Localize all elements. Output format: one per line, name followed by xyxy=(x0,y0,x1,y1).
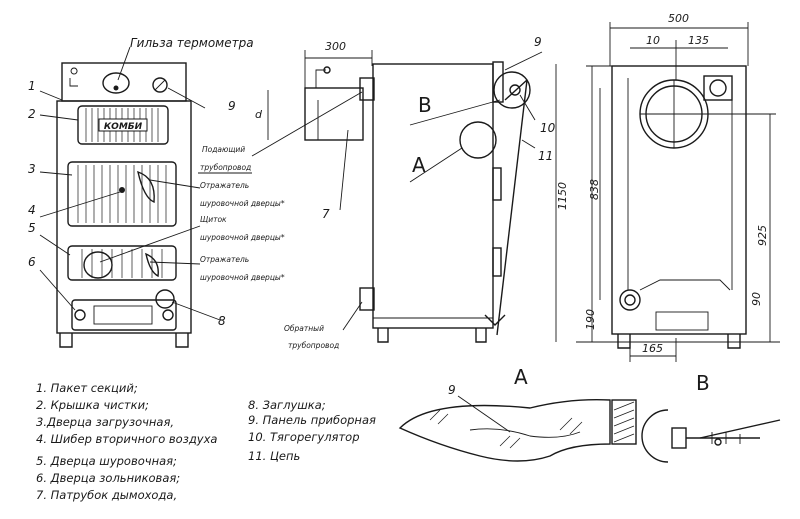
detail-a-callout-9: 9 xyxy=(448,383,456,397)
callout-7: 7 xyxy=(322,207,330,221)
ash-door-grille xyxy=(93,305,153,325)
shield-note-1: Щиток xyxy=(200,215,227,224)
shield-note-2: шуровочной дверцы* xyxy=(200,233,285,242)
front-view: КОМБИ xyxy=(28,36,339,350)
door-shield xyxy=(83,251,113,279)
plug xyxy=(155,289,175,309)
callout-6: 6 xyxy=(28,255,36,269)
cleaning-cover xyxy=(77,105,169,145)
callout-9-front: 9 xyxy=(228,99,236,113)
callout-5: 5 xyxy=(28,221,36,235)
dim-838: 838 xyxy=(588,179,601,200)
dim-90: 90 xyxy=(750,292,763,306)
thermometer-sleeve xyxy=(102,72,130,94)
front-callout-numbers: 1 2 3 4 5 6 8 9 xyxy=(28,79,236,328)
side-label-b: B xyxy=(418,93,432,117)
legend-item-2: 2. Крышка чистки; xyxy=(36,398,149,412)
side-view: 300 d B A 9 10 11 xyxy=(251,35,569,343)
rear-return-fitting xyxy=(619,289,641,311)
callout-2: 2 xyxy=(28,107,36,121)
dim-925: 925 xyxy=(756,225,769,246)
detail-circle-a xyxy=(459,121,497,159)
legend-item-8: 8. Заглушка; xyxy=(248,398,326,412)
callout-4: 4 xyxy=(28,203,36,217)
door-reflector-2 xyxy=(145,252,159,278)
rear-feet xyxy=(617,334,741,349)
callout-3: 3 xyxy=(28,162,36,176)
chain xyxy=(496,79,528,336)
dim-190: 190 xyxy=(584,309,597,330)
rear-supply-fitting xyxy=(703,75,733,101)
supply-pipe-note-2: трубопровод xyxy=(200,163,251,172)
legend-item-10: 10. Тягорегулятор xyxy=(248,430,360,444)
detail-b-title: B xyxy=(696,371,710,395)
return-connection xyxy=(359,287,375,311)
legend-item-9: 9. Панель приборная xyxy=(248,413,376,427)
door-reflector-1 xyxy=(137,170,155,204)
detail-b-chain xyxy=(699,419,781,439)
dim-135: 135 xyxy=(688,34,709,47)
callout-8: 8 xyxy=(218,314,226,328)
reflector-2-note-2: шуровочной дверцы* xyxy=(200,273,285,282)
rear-inspection-plate xyxy=(655,311,709,331)
side-feet xyxy=(377,328,487,343)
detail-b-arc xyxy=(641,409,669,463)
supply-connection xyxy=(359,77,375,101)
control-knob xyxy=(152,77,168,93)
front-top-panel xyxy=(61,62,187,102)
dim-1150: 1150 xyxy=(556,182,569,210)
legend-item-6: 6. Дверца зольниковая; xyxy=(36,471,180,485)
detail-a-title: A xyxy=(514,365,528,389)
loading-door xyxy=(67,161,177,227)
brand-plate xyxy=(98,118,148,132)
side-body xyxy=(372,63,494,329)
supply-pipe-note-1: Подающий xyxy=(202,145,245,154)
ash-door xyxy=(71,299,177,331)
detail-circle-b xyxy=(493,71,531,109)
legend-item-3: 3.Дверца загрузочная, xyxy=(36,415,174,429)
secondary-air-damper xyxy=(119,187,125,193)
front-notes: Подающий трубопровод Отражатель шуровочн… xyxy=(198,145,339,350)
parts-legend: 1. Пакет секций; 2. Крышка чистки; 3.Две… xyxy=(36,381,376,502)
legend-item-7: 7. Патрубок дымохода, xyxy=(36,488,177,502)
dim-10: 10 xyxy=(646,34,660,47)
valve-symbol xyxy=(69,67,78,87)
detail-a-block xyxy=(611,399,637,445)
front-body-outline xyxy=(56,100,192,334)
side-label-a: A xyxy=(412,153,426,177)
thermometer-sleeve-label: Гильза термометра xyxy=(130,36,254,50)
return-pipe-note-1: Обратный xyxy=(284,324,324,333)
brand-name: КОМБИ xyxy=(104,122,143,132)
reflector-2-note-1: Отражатель xyxy=(200,255,249,264)
dim-d: d xyxy=(255,108,263,121)
front-feet xyxy=(59,333,189,348)
legend-item-4: 4. Шибер вторичного воздуха xyxy=(36,432,217,446)
front-leaders xyxy=(39,46,221,321)
reflector-1-note-1: Отражатель xyxy=(200,181,249,190)
flue-pipe xyxy=(304,87,364,141)
callout-1: 1 xyxy=(28,79,36,93)
dim-165: 165 xyxy=(642,342,663,355)
dim-300: 300 xyxy=(325,40,346,53)
legend-item-1: 1. Пакет секций; xyxy=(36,381,138,395)
detail-a: A 9 xyxy=(398,365,637,462)
legend-item-5: 5. Дверца шуровочная; xyxy=(36,454,177,468)
dim-500: 500 xyxy=(668,12,689,25)
rear-body xyxy=(611,65,747,335)
detail-b: B xyxy=(641,371,781,463)
flue-pipe-hook xyxy=(315,69,326,88)
rear-view: 500 10 135 838 925 190 90 xyxy=(576,12,780,362)
callout-10: 10 xyxy=(540,121,556,135)
callout-11: 11 xyxy=(538,149,553,163)
callout-9-side: 9 xyxy=(534,35,542,49)
legend-item-11: 11. Цепь xyxy=(248,449,300,463)
return-pipe-note-2: трубопровод xyxy=(288,341,339,350)
detail-a-section xyxy=(398,399,611,462)
reflector-1-note-2: шуровочной дверцы* xyxy=(200,199,285,208)
